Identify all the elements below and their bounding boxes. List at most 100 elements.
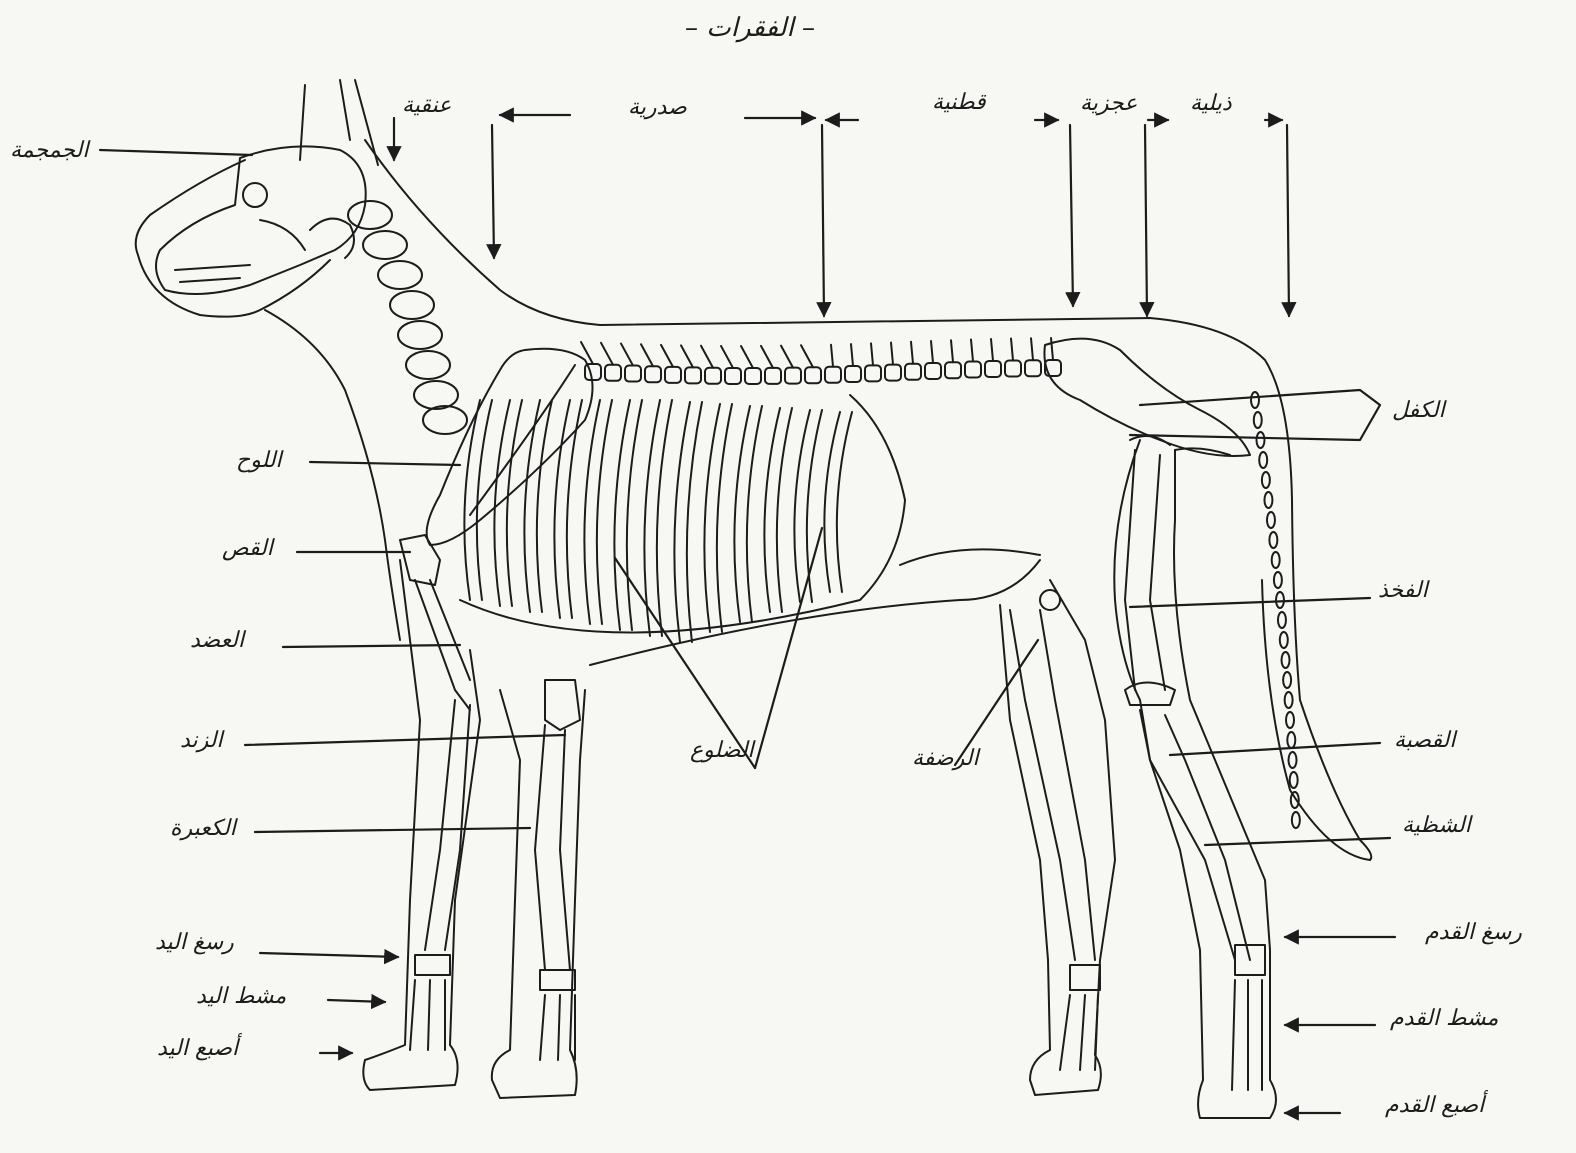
label-scapula: اللوح: [236, 450, 282, 472]
label-fibula: الشظية: [1402, 815, 1471, 837]
spinous-process: [1011, 339, 1013, 361]
label-tarsus: رسغ القدم: [1425, 922, 1522, 944]
ribcage: [464, 400, 852, 642]
spinous-process: [851, 344, 853, 366]
label-lumbar: قطنية: [932, 92, 986, 114]
vertebra: [925, 363, 941, 379]
label-cervical: عنقية: [402, 95, 451, 117]
rib: [777, 408, 792, 612]
skull: [156, 146, 366, 294]
cervical-vertebra: [348, 201, 392, 229]
caudal-vertebra: [1274, 572, 1282, 588]
vertebra: [865, 365, 881, 381]
caudal-vertebra: [1285, 692, 1293, 708]
vertebra: [605, 365, 621, 381]
spinous-process: [701, 346, 713, 368]
vertebra: [825, 367, 841, 383]
spinous-process: [891, 343, 893, 365]
label-pelvis: الكفل: [1392, 400, 1445, 422]
label-carpus: رسغ اليد: [155, 932, 234, 954]
spinous-process: [991, 339, 993, 361]
spinous-process: [1031, 338, 1033, 360]
caudal-vertebra: [1289, 752, 1297, 768]
vertebra: [945, 362, 961, 378]
caudal-vertebra: [1259, 452, 1267, 468]
cervical-vertebra: [390, 291, 434, 319]
spinous-process: [831, 345, 833, 367]
cervical-vertebra: [398, 321, 442, 349]
caudal-vertebra: [1290, 772, 1298, 788]
front-limb-bones: [400, 535, 580, 1060]
vertebra: [745, 368, 761, 384]
rib: [597, 400, 612, 624]
tail-bones: [1251, 392, 1300, 828]
caudal-vertebra: [1276, 592, 1284, 608]
caudal-vertebra: [1262, 472, 1270, 488]
label-femur: الفخذ: [1378, 580, 1428, 602]
spinous-process: [641, 344, 653, 366]
spinous-process: [761, 346, 773, 368]
spinous-process: [1051, 338, 1053, 360]
caudal-vertebra: [1282, 652, 1290, 668]
spinous-process: [661, 345, 673, 367]
caudal-vertebra: [1264, 492, 1272, 508]
label-ulna: الكعبرة: [170, 818, 236, 840]
vertebra: [725, 368, 741, 384]
rib: [837, 412, 852, 592]
cervical-vertebra: [414, 381, 458, 409]
caudal-vertebra: [1286, 712, 1294, 728]
label-metacarpus: مشط اليد: [196, 986, 286, 1008]
label-skull: الجمجمة: [10, 140, 88, 162]
body-outline: [136, 80, 1372, 1118]
caudal-vertebra: [1254, 412, 1262, 428]
caudal-vertebra: [1278, 612, 1286, 628]
vertebra: [685, 367, 701, 383]
label-sternum: القص: [222, 538, 273, 560]
label-fingers: أصبع اليد: [157, 1038, 238, 1060]
vertebra: [645, 366, 661, 382]
vertebra: [965, 362, 981, 378]
label-toes: أصبع القدم: [1385, 1095, 1484, 1117]
vertebra: [705, 368, 721, 384]
label-ribs: الضلوع: [690, 740, 754, 762]
rib: [507, 400, 522, 606]
spinous-process: [931, 341, 933, 363]
rib: [717, 404, 732, 632]
label-sacral: عجزية: [1080, 93, 1137, 115]
label-thoracic: صدرية: [628, 97, 687, 119]
label-tibia: القصبة: [1394, 730, 1455, 752]
cervical-vertebra: [378, 261, 422, 289]
spinous-process: [971, 340, 973, 362]
page-title: – الفقرات –: [685, 15, 815, 41]
spinous-process: [681, 345, 693, 367]
spinous-process: [721, 346, 733, 368]
vertebra: [765, 368, 781, 384]
cervical-vertebra: [423, 406, 467, 434]
caudal-vertebra: [1287, 732, 1295, 748]
vertebra: [805, 367, 821, 383]
label-humerus: العضد: [190, 630, 244, 652]
rib: [537, 400, 552, 612]
spine: [348, 201, 1061, 434]
rib: [477, 400, 492, 600]
vertebra: [625, 366, 641, 382]
label-patella: الرضفة: [912, 748, 979, 770]
spinous-process: [741, 346, 753, 368]
spinous-process: [581, 342, 593, 364]
caudal-vertebra: [1272, 552, 1280, 568]
spinous-process: [951, 340, 953, 362]
vertebra: [665, 367, 681, 383]
spinous-process: [621, 344, 633, 366]
label-radius: الزند: [180, 730, 223, 752]
ribcage-outline: [460, 395, 905, 633]
spinous-process: [911, 342, 913, 364]
vertebra: [885, 365, 901, 381]
caudal-vertebra: [1251, 392, 1259, 408]
spinous-process: [781, 346, 793, 368]
spinous-process: [871, 343, 873, 365]
caudal-vertebra: [1269, 532, 1277, 548]
cervical-vertebra: [363, 231, 407, 259]
vertebra: [1005, 361, 1021, 377]
caudal-vertebra: [1283, 672, 1291, 688]
